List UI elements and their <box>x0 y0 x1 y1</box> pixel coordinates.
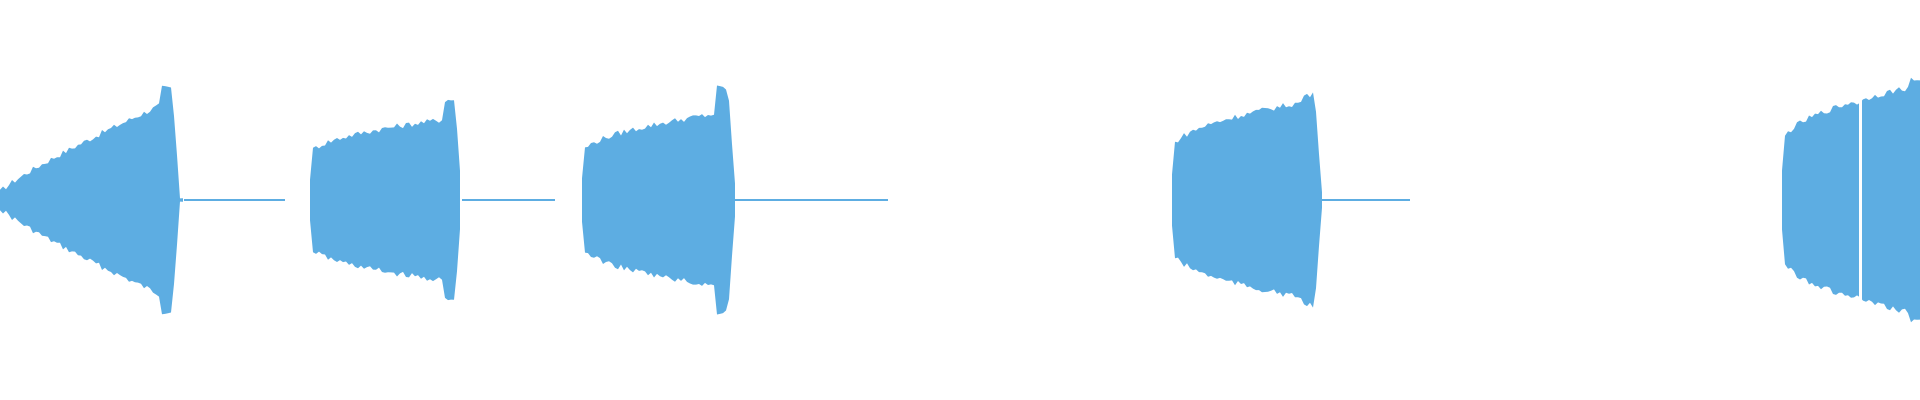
waveform-clip-3 <box>582 85 735 315</box>
waveform-clip-4 <box>1172 92 1322 308</box>
waveform-clip-5 <box>1782 77 1920 323</box>
waveform-clip-1 <box>0 85 183 315</box>
waveform-clip-2 <box>310 99 460 301</box>
waveform-gap <box>1859 70 1862 330</box>
